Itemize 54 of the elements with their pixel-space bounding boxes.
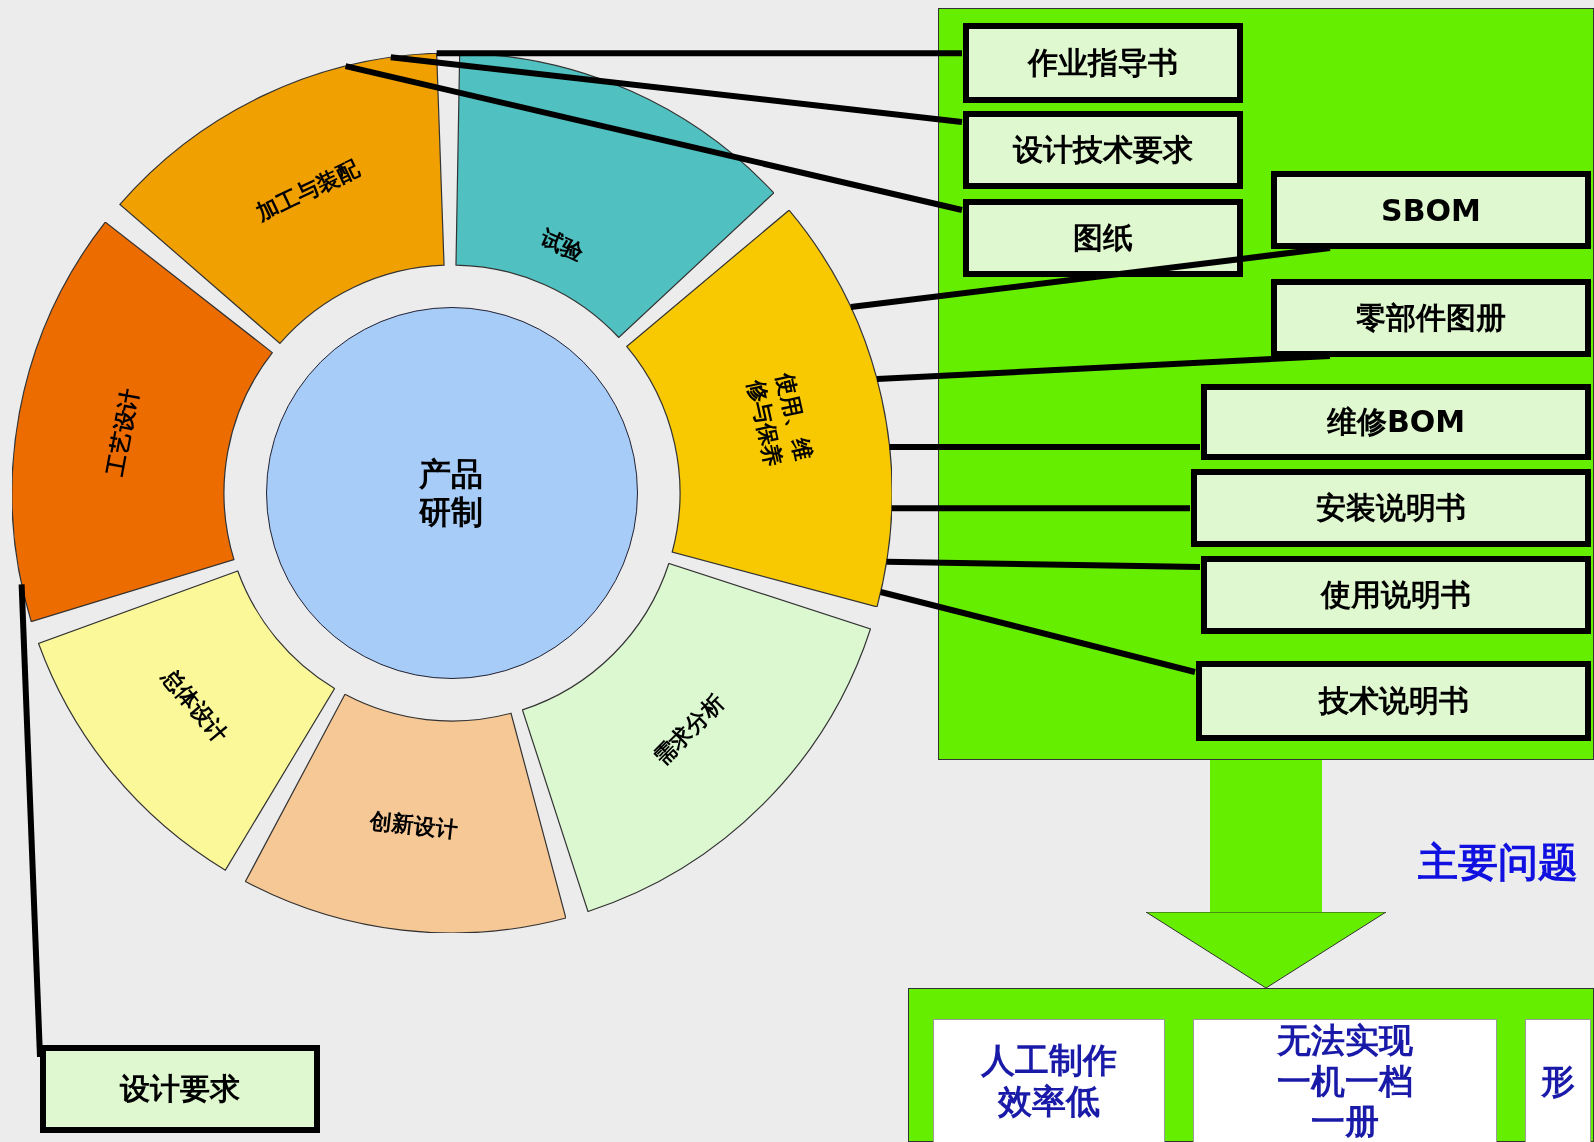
document-box (1201, 556, 1591, 634)
problem-panel (908, 988, 1594, 1142)
segment-label: 总体设计 (155, 662, 233, 750)
segment-label: 试验 (535, 224, 588, 269)
leader-line (886, 558, 1201, 570)
segment-label: 使用、维修与保养 (742, 370, 817, 472)
document-box (1271, 279, 1591, 357)
problem-box (1193, 1019, 1497, 1142)
document-box (963, 111, 1243, 189)
leader-line (436, 50, 962, 57)
leader-line (891, 505, 1190, 512)
ring-segment (119, 53, 445, 344)
ring-segment (626, 210, 892, 607)
ring-segment (455, 53, 774, 338)
segment-label: 创新设计 (368, 806, 460, 845)
leader-line (880, 589, 1196, 675)
leader-line (344, 63, 963, 213)
problem-box (1525, 1019, 1591, 1142)
document-box (1271, 171, 1591, 249)
ring-segment (245, 694, 566, 933)
box-label: 设计要求 (120, 1069, 240, 1108)
document-box (40, 1045, 320, 1133)
ring-segment (12, 222, 273, 622)
leader-line (889, 444, 1200, 450)
box-label: 使用说明书 (1321, 575, 1471, 614)
ring-segment (522, 563, 871, 912)
box-label: 安装说明书 (1316, 488, 1466, 527)
box-label: 设计技术要求 (1013, 130, 1193, 169)
box-label: 图纸 (1073, 218, 1133, 257)
segment-label: 工艺设计 (100, 385, 144, 478)
document-box (963, 23, 1243, 103)
problem-box (933, 1019, 1165, 1142)
document-box (1201, 384, 1591, 460)
flow-arrow (1145, 760, 1387, 989)
ring-segment (38, 570, 335, 871)
document-box (1196, 661, 1591, 741)
box-label: 零部件图册 (1356, 298, 1506, 337)
circle-label: 产品研制 (419, 454, 484, 532)
box-label: 形 (1541, 1060, 1575, 1102)
document-box (1191, 469, 1591, 547)
box-label: 人工制作效率低 (980, 1040, 1118, 1122)
box-label: SBOM (1381, 192, 1481, 228)
leader-line (876, 353, 1331, 383)
leader-line (390, 54, 963, 125)
segment-label: 加工与装配 (251, 154, 364, 228)
document-box (963, 199, 1243, 277)
segment-label: 需求分析 (647, 688, 730, 772)
box-label: 技术说明书 (1318, 681, 1469, 720)
box-label: 无法实现一机一档一册 (1276, 1019, 1414, 1142)
box-label: 作业指导书 (1028, 43, 1178, 82)
box-label: 维修BOM (1326, 402, 1466, 441)
leader-line (18, 584, 43, 1058)
heading-text: 主要问题 (1418, 838, 1578, 887)
document-panel (938, 8, 1594, 760)
